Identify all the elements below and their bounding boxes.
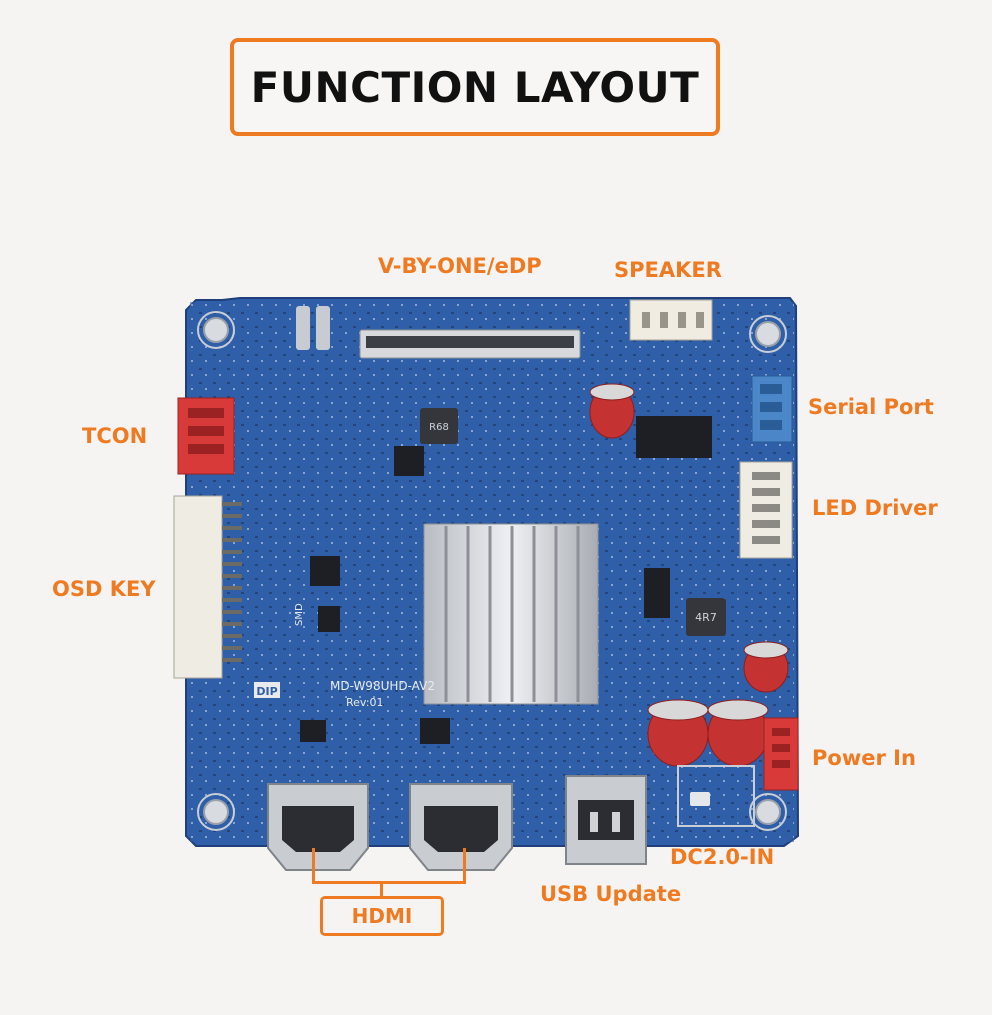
label-hdmi: HDMI [351,904,413,928]
hdmi-port [409,783,513,871]
capacitor [707,699,769,767]
inductor-label-4r7: 4R7 [695,611,717,624]
inductor-label-r68: R68 [429,422,449,433]
page-title: FUNCTION LAYOUT [250,62,700,112]
dc-in-outline [677,765,755,827]
label-serial-port: Serial Port [808,395,934,419]
label-led-driver: LED Driver [812,496,938,520]
hdmi-label-box: HDMI [320,896,444,936]
hdmi-bracket [312,848,466,884]
label-tcon: TCON [82,424,148,448]
board-model: MD-W98UHD-AV2 [330,679,435,693]
label-vbyone-edp: V-BY-ONE/eDP [378,254,542,278]
inductor [420,408,458,444]
label-speaker: SPEAKER [614,258,722,282]
label-power-in: Power In [812,746,916,770]
label-dc-in: DC2.0-IN [670,845,775,869]
mounting-hole [203,317,229,343]
capacitor [743,641,789,693]
label-osd-key: OSD KEY [52,577,156,601]
smd-label: SMD [294,603,305,626]
chip [636,416,712,458]
board-rev: Rev:01 [346,696,384,709]
osd-key-connector [173,495,223,679]
dip-badge [254,682,280,698]
capacitor [647,699,709,767]
hdmi-bracket-stem [380,882,383,898]
label-usb-update: USB Update [540,882,682,906]
capacitor [589,383,635,439]
hdmi-port [267,783,369,871]
inductor [686,598,726,636]
dip-label: DIP [256,685,277,698]
title-box: FUNCTION LAYOUT [230,38,720,136]
usb-port [565,775,647,865]
